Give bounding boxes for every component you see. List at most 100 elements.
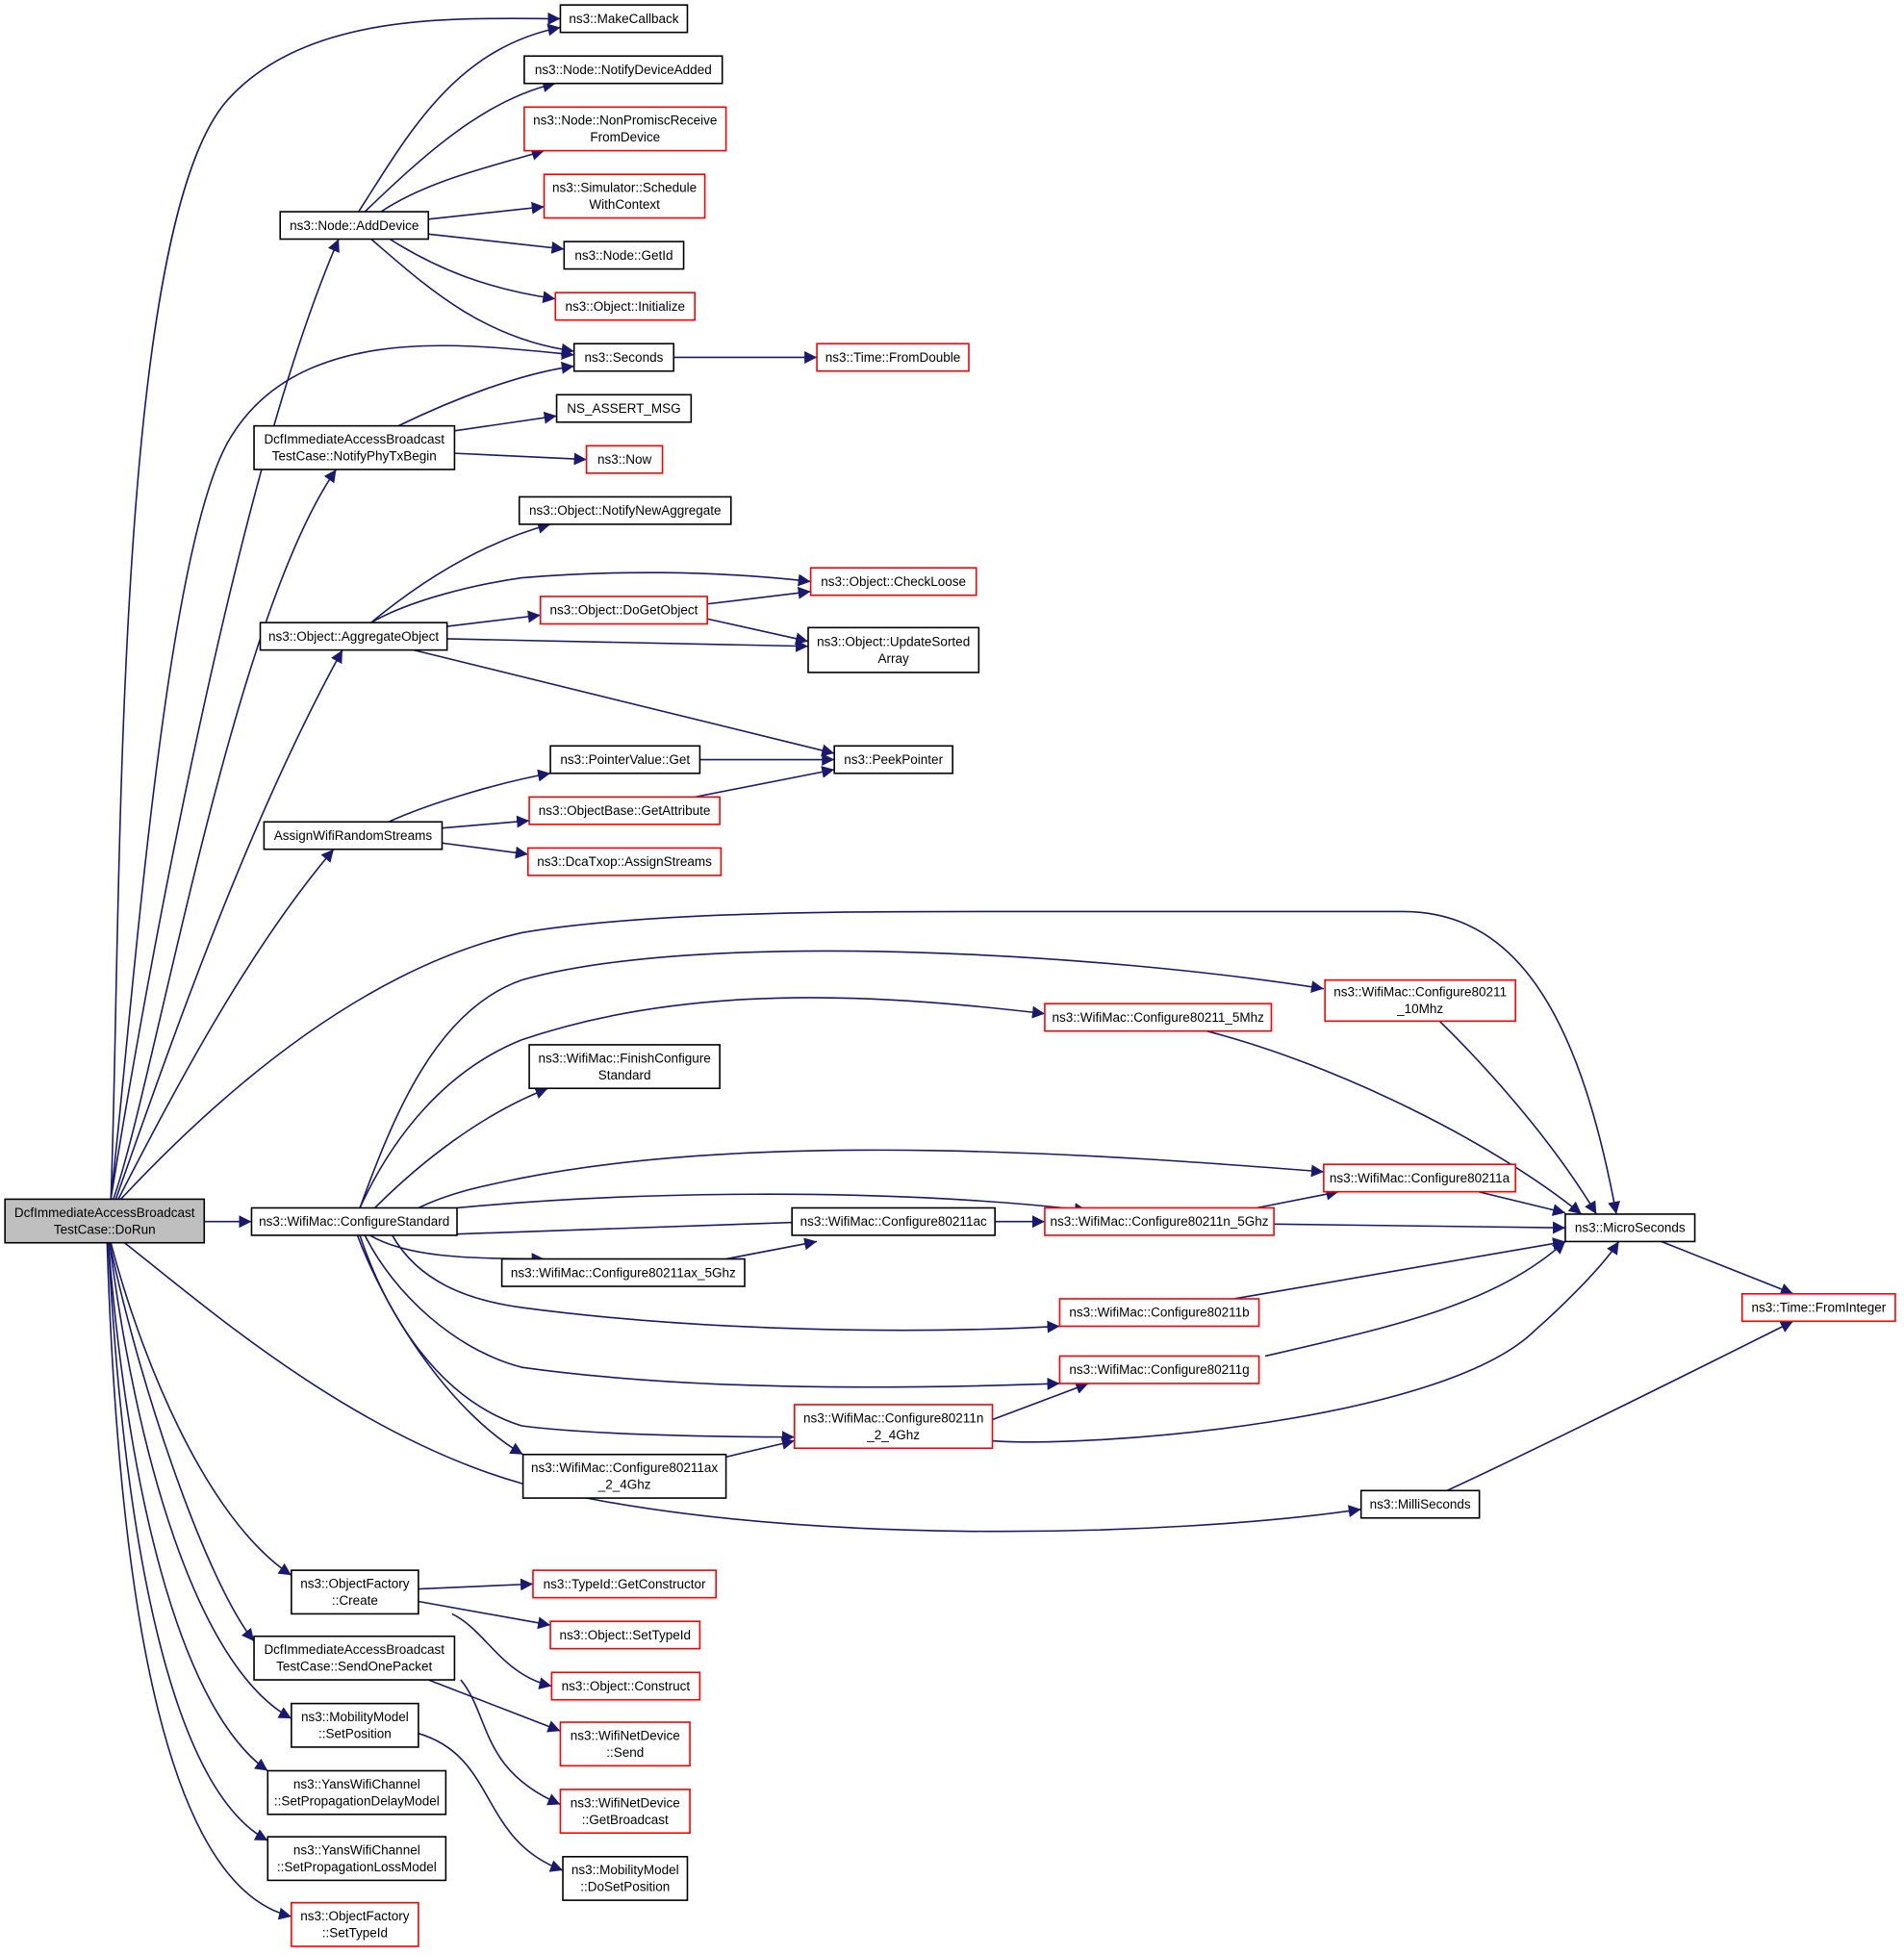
node-adddevice[interactable]: ns3::Node::AddDevice [279,211,430,241]
node-nsassert[interactable]: NS_ASSERT_MSG [555,394,693,423]
node-label: ns3::Node::NotifyDeviceAdded [535,63,712,77]
node-notifynewagg[interactable]: ns3::Object::NotifyNewAggregate [518,495,732,525]
edge-factorycreate-to-settypeid [419,1601,550,1630]
node-nodegetid[interactable]: ns3::Node::GetId [563,241,685,270]
node-pointervalueget[interactable]: ns3::PointerValue::Get [549,745,701,774]
node-label: ns3::WifiMac::Configure80211 [1333,985,1507,1000]
node-cfg10mhz[interactable]: ns3::WifiMac::Configure80211_10Mhz [1324,978,1516,1023]
edge-line [365,1235,1059,1390]
node-factorysettypeid[interactable]: ns3::ObjectFactory::SetTypeId [291,1901,419,1947]
node-label: ns3::Now [597,452,652,467]
edge-dorun-to-adddevice [111,240,339,1200]
node-wifisend[interactable]: ns3::WifiNetDevice::Send [559,1721,691,1767]
node-box [253,1635,456,1681]
node-assignstreams[interactable]: ns3::DcaTxop::AssignStreams [526,847,723,876]
node-box [809,567,977,597]
node-checkloose[interactable]: ns3::Object::CheckLoose [809,567,977,597]
node-dogetobject[interactable]: ns3::Object::DoGetObject [539,596,708,625]
edge-line [121,911,1621,1214]
node-objinitialize[interactable]: ns3::Object::Initialize [554,292,697,321]
node-seconds[interactable]: ns3::Seconds [572,343,675,372]
node-box [791,1206,996,1236]
node-notifyphytx[interactable]: DcfImmediateAccessBroadcastTestCase::Not… [253,424,456,470]
edge-cfgn5-to-microseconds [1274,1221,1565,1234]
edge-line [115,650,343,1200]
node-label: DcfImmediateAccessBroadcast [14,1206,195,1220]
edge-microseconds-to-frominteger [1662,1241,1793,1296]
node-box [521,1453,727,1499]
node-box [807,626,980,673]
edge-dorun-to-factorysettypeid [107,1243,292,1920]
node-dorun[interactable]: DcfImmediateAccessBroadcastTestCase::DoR… [4,1198,206,1244]
edge-dorun-to-delaymodel [109,1243,268,1771]
node-fromdouble[interactable]: ns3::Time::FromDouble [816,343,970,372]
edge-line [360,998,1045,1208]
node-cfgn24[interactable]: ns3::WifiMac::Configure80211n_2_4Ghz [793,1404,994,1450]
node-cfgg[interactable]: ns3::WifiMac::Configure80211g [1058,1355,1260,1384]
node-getattribute[interactable]: ns3::ObjectBase::GetAttribute [528,796,721,825]
node-label: ns3::ObjectFactory [300,1909,410,1923]
node-cfga[interactable]: ns3::WifiMac::Configure80211a [1323,1163,1516,1193]
edge-adddevice-to-notifydeviceadded [365,80,555,212]
node-cfgac[interactable]: ns3::WifiMac::Configure80211ac [791,1206,996,1236]
node-delaymodel[interactable]: ns3::YansWifiChannel::SetPropagationDela… [267,1769,447,1815]
node-label: NS_ASSERT_MSG [567,401,680,416]
node-now[interactable]: ns3::Now [585,444,664,474]
edge-dorun-to-aggregateobject [115,650,343,1200]
node-milliseconds[interactable]: ns3::MilliSeconds [1359,1489,1481,1519]
edge-cfgg-to-microseconds [1265,1241,1565,1356]
node-construct[interactable]: ns3::Object::Construct [550,1671,701,1701]
node-assignwifi[interactable]: AssignWifiRandomStreams [263,821,444,851]
node-factorycreate[interactable]: ns3::ObjectFactory::Create [291,1569,419,1615]
edge-line [726,1437,795,1458]
node-aggregateobject[interactable]: ns3::Object::AggregateObject [259,622,448,651]
node-label: ns3::WifiMac::Configure80211n_5Ghz [1050,1214,1268,1229]
edge-aggregateobject-to-peekpointer [414,650,834,757]
edge-cfga-to-microseconds [1478,1192,1565,1216]
node-label: ::SetPropagationLossModel [277,1860,437,1874]
node-configurestandard[interactable]: ns3::WifiMac::ConfigureStandard [250,1206,458,1236]
edge-assignwifi-to-pointervalueget [389,769,550,822]
edge-line [111,240,339,1200]
edge-line [1265,1241,1565,1356]
node-settypeid[interactable]: ns3::Object::SetTypeId [549,1620,701,1650]
node-box [1044,1003,1273,1032]
node-box [1324,978,1516,1023]
node-sendonepacket[interactable]: DcfImmediateAccessBroadcastTestCase::Sen… [253,1635,456,1681]
node-getbroadcast[interactable]: ns3::WifiNetDevice::GetBroadcast [559,1789,691,1835]
node-cfgn5[interactable]: ns3::WifiMac::Configure80211n_5Ghz [1044,1206,1275,1236]
node-frominteger[interactable]: ns3::Time::FromInteger [1740,1292,1896,1323]
edge-configurestandard-to-cfgax5 [369,1235,544,1266]
node-cfg5mhz[interactable]: ns3::WifiMac::Configure80211_5Mhz [1044,1003,1273,1032]
node-label: ::DoSetPosition [580,1880,670,1894]
node-cfgax24[interactable]: ns3::WifiMac::Configure80211ax_2_4Ghz [521,1453,727,1499]
node-notifydeviceadded[interactable]: ns3::Node::NotifyDeviceAdded [523,55,724,85]
edge-configurestandard-to-cfg10mhz [360,951,1324,1207]
node-lossmodel[interactable]: ns3::YansWifiChannel::SetPropagationLoss… [267,1836,447,1882]
node-label: ns3::MobilityModel [571,1863,679,1877]
node-makecallback[interactable]: ns3::MakeCallback [559,4,689,34]
node-label: ns3::MicroSeconds [1575,1221,1686,1235]
node-box [816,343,970,372]
node-box [559,4,689,34]
node-box [528,1044,721,1090]
node-label: ::Create [332,1593,378,1608]
edge-getattribute-to-peekpointer [695,766,834,797]
node-label: ns3::Time::FromInteger [1751,1301,1886,1315]
node-peekpointer[interactable]: ns3::PeekPointer [833,745,953,774]
node-getconstructor[interactable]: ns3::TypeId::GetConstructor [532,1569,718,1599]
node-setposition[interactable]: ns3::MobilityModel::SetPosition [291,1702,419,1748]
edge-line [447,610,541,626]
node-microseconds[interactable]: ns3::MicroSeconds [1564,1213,1696,1243]
node-dosetposition[interactable]: ns3::MobilityModel::DoSetPosition [562,1856,689,1901]
node-cfgb[interactable]: ns3::WifiMac::Configure80211b [1058,1298,1260,1328]
node-box [562,1856,689,1901]
edge-line [457,1215,817,1234]
edge-line [114,470,337,1199]
node-cfgax5[interactable]: ns3::WifiMac::Configure80211ax_5Ghz [500,1257,746,1287]
node-label: ::SetPosition [318,1727,392,1741]
